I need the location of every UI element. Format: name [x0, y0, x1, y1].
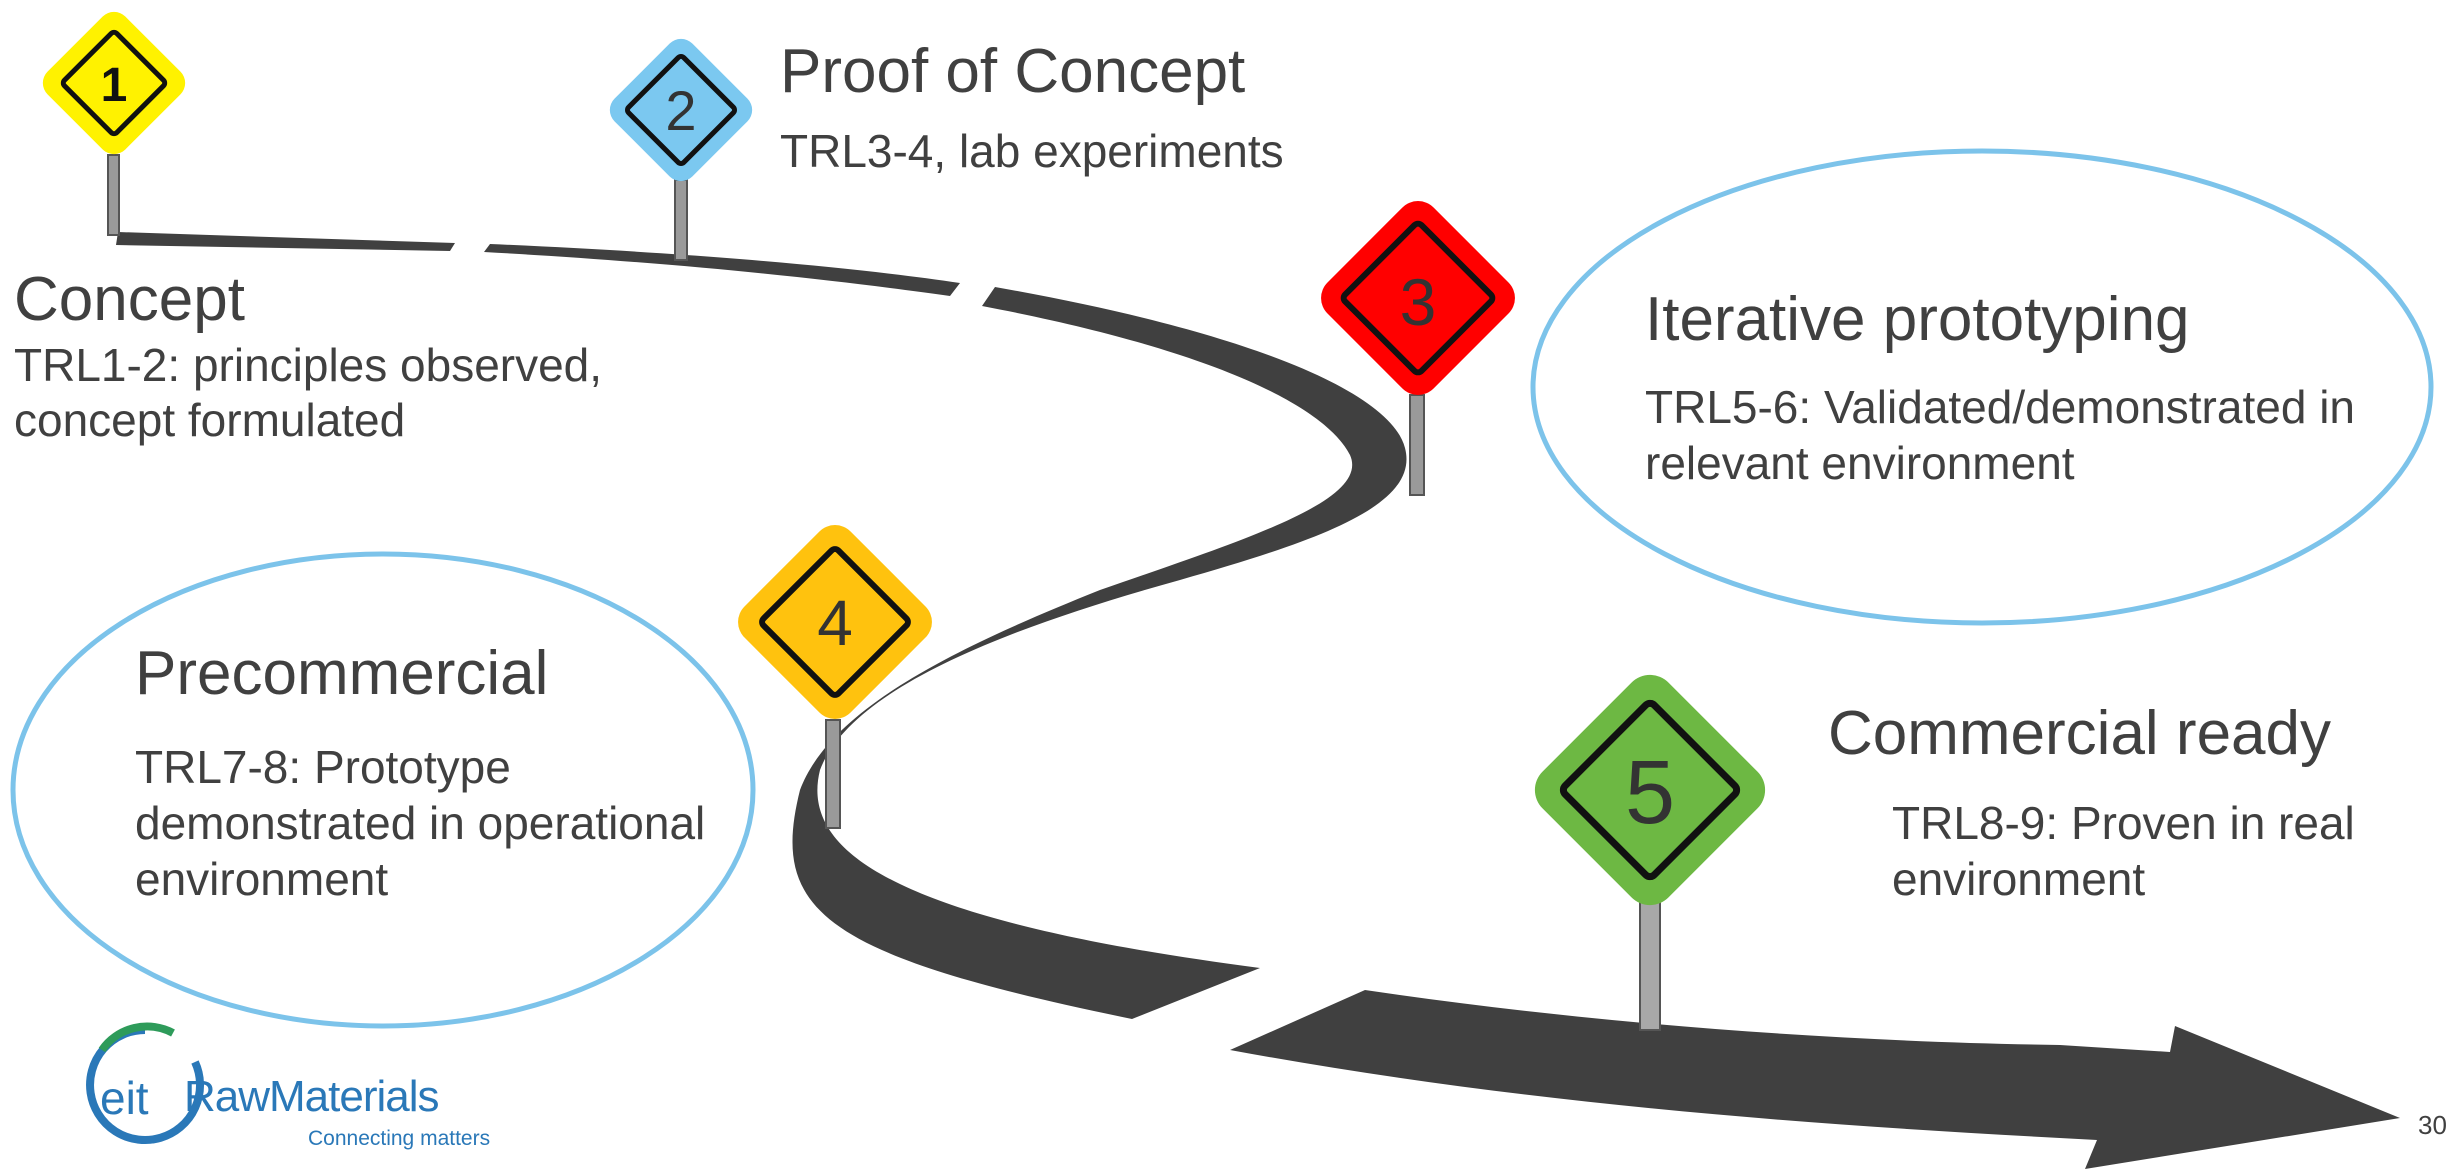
pole-3 — [1409, 394, 1425, 496]
sign-3: 3 — [1321, 201, 1515, 395]
stage-3-title: Iterative prototyping — [1645, 285, 2190, 354]
sign-1: 1 — [42, 11, 186, 155]
sign-4-number: 4 — [817, 587, 853, 659]
ellipse-precommercial — [10, 551, 756, 1029]
sign-3-number: 3 — [1400, 265, 1437, 339]
road-segment-1 — [116, 232, 455, 251]
ellipse-iterative-prototyping — [1530, 148, 2434, 626]
sign-1-number: 1 — [101, 59, 128, 112]
road-arrow — [1230, 990, 2400, 1169]
page-number: 30 — [2418, 1110, 2447, 1140]
logo-brand-name: RawMaterials — [184, 1072, 440, 1121]
logo-tagline: Connecting matters — [308, 1127, 491, 1150]
sign-2: 2 — [609, 38, 753, 182]
pole-1 — [107, 154, 120, 236]
road-segment-2 — [484, 244, 960, 296]
stage-4-title: Precommercial — [135, 639, 549, 708]
stage-4-desc-line-1: TRL7-8: Prototype — [135, 741, 511, 793]
pole-5 — [1639, 899, 1661, 1031]
sign-5: 5 — [1534, 674, 1766, 906]
sign-poles — [107, 154, 1661, 1031]
stage-1-desc-line-2: concept formulated — [14, 394, 406, 446]
pole-4 — [825, 719, 841, 829]
stage-2-title: Proof of Concept — [780, 37, 1246, 106]
road — [116, 232, 2400, 1169]
pole-2 — [674, 179, 688, 261]
sign-2-number: 2 — [665, 79, 696, 142]
eit-logo-text: eit — [100, 1072, 149, 1124]
stage-1-title: Concept — [14, 265, 245, 334]
stage-1-desc-line-1: TRL1-2: principles observed, — [14, 339, 603, 391]
stage-3-desc-line-2: relevant environment — [1645, 437, 2075, 489]
stage-5-desc-line-2: environment — [1892, 853, 2146, 905]
sign-5-number: 5 — [1625, 743, 1675, 843]
stage-2-desc-line-1: TRL3-4, lab experiments — [780, 125, 1284, 177]
stage-4-desc-line-2: demonstrated in operational — [135, 797, 706, 849]
stage-3-desc-line-1: TRL5-6: Validated/demonstrated in — [1645, 381, 2355, 433]
stage-5-title: Commercial ready — [1828, 699, 2332, 768]
stage-4-desc-line-3: environment — [135, 853, 389, 905]
stage-5-desc-line-1: TRL8-9: Proven in real — [1892, 797, 2355, 849]
eit-logo-mark: eit — [86, 1022, 205, 1144]
sign-4: 4 — [738, 525, 932, 719]
